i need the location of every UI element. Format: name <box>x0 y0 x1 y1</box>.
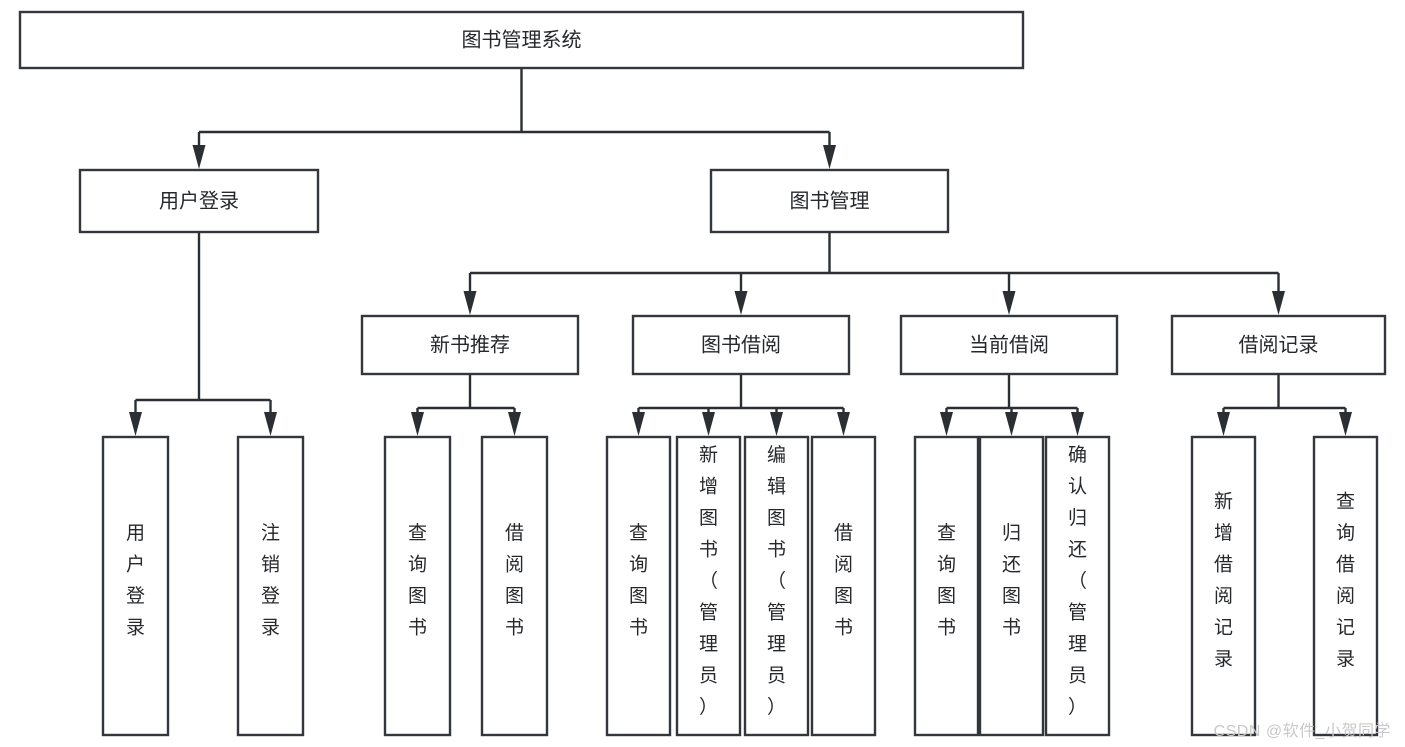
node-box <box>631 314 851 376</box>
node-box <box>913 435 980 737</box>
arrow-head-icon <box>1272 291 1285 315</box>
node-box <box>675 435 742 737</box>
node-label: 查询借阅记录 <box>1336 490 1355 670</box>
diagram-node-leaf-add-book-admin[interactable]: 新增图书（管理员） <box>675 435 742 737</box>
arrow-head-icon <box>411 412 424 436</box>
node-box <box>978 435 1045 737</box>
node-box <box>480 435 549 737</box>
diagram-node-leaf-user-logout[interactable]: 注销登录 <box>236 435 305 737</box>
node-label: 用户登录 <box>159 189 239 212</box>
diagram-node-book-manage[interactable]: 图书管理 <box>709 168 950 234</box>
node-label: 借阅图书 <box>505 522 524 639</box>
diagram-node-leaf-user-login[interactable]: 用户登录 <box>101 435 170 737</box>
node-label: 注销登录 <box>261 522 280 639</box>
diagram-node-book-borrow[interactable]: 图书借阅 <box>631 314 851 376</box>
node-box <box>18 10 1025 70</box>
diagram-node-leaf-borrow-book[interactable]: 借阅图书 <box>810 435 877 737</box>
arrow-head-icon <box>702 412 715 436</box>
diagram-node-root[interactable]: 图书管理系统 <box>18 10 1025 70</box>
arrow-head-icon <box>1071 412 1084 436</box>
arrow-head-icon <box>940 412 953 436</box>
node-box <box>709 168 950 234</box>
arrow-head-icon <box>823 145 836 169</box>
diagram-node-leaf-query-book-rec[interactable]: 查询图书 <box>383 435 452 737</box>
diagram-node-user-login[interactable]: 用户登录 <box>78 168 320 234</box>
node-label: 编辑图书（管理员） <box>767 444 786 718</box>
arrow-head-icon <box>1217 412 1230 436</box>
node-box <box>78 168 320 234</box>
node-box <box>605 435 672 737</box>
diagram-node-leaf-query-book-current[interactable]: 查询图书 <box>913 435 980 737</box>
arrow-head-icon <box>837 412 850 436</box>
connector-layer <box>129 68 1352 436</box>
arrow-head-icon <box>1002 291 1016 315</box>
node-box <box>1170 314 1387 376</box>
node-box <box>743 435 810 737</box>
diagram-node-leaf-add-borrow-record[interactable]: 新增借阅记录 <box>1190 435 1257 737</box>
arrow-head-icon <box>770 412 783 436</box>
diagram-node-leaf-query-borrow-record[interactable]: 查询借阅记录 <box>1312 435 1379 737</box>
node-label: 确认归还（管理员） <box>1068 444 1087 718</box>
node-label: 新增借阅记录 <box>1214 490 1233 670</box>
arrow-head-icon <box>264 412 277 436</box>
node-label: 查询图书 <box>629 522 648 639</box>
arrow-head-icon <box>734 291 748 315</box>
node-label: 当前借阅 <box>969 333 1049 356</box>
diagram-node-leaf-query-book-borrow[interactable]: 查询图书 <box>605 435 672 737</box>
node-label: 借阅记录 <box>1239 333 1319 356</box>
node-box <box>360 314 580 376</box>
node-label: 图书管理 <box>790 189 870 212</box>
node-label: 查询图书 <box>937 522 956 639</box>
node-box <box>810 435 877 737</box>
csdn-watermark: CSDN @软件_小贺同学 <box>1213 723 1391 740</box>
node-layer: 图书管理系统用户登录图书管理新书推荐图书借阅当前借阅借阅记录用户登录注销登录查询… <box>18 10 1387 737</box>
node-box <box>383 435 452 737</box>
diagram-node-leaf-edit-book-admin[interactable]: 编辑图书（管理员） <box>743 435 810 737</box>
diagram-node-current-borrow[interactable]: 当前借阅 <box>899 314 1119 376</box>
node-label: 图书管理系统 <box>462 28 582 51</box>
node-label: 借阅图书 <box>834 522 853 639</box>
node-box <box>899 314 1119 376</box>
node-label: 用户登录 <box>126 523 145 639</box>
node-label: 新书推荐 <box>430 333 510 356</box>
diagram-node-leaf-borrow-book-rec[interactable]: 借阅图书 <box>480 435 549 737</box>
node-label: 新增图书（管理员） <box>699 444 718 718</box>
arrow-head-icon <box>1339 412 1352 436</box>
node-box <box>1312 435 1379 737</box>
arrow-head-icon <box>129 412 142 436</box>
node-label: 图书借阅 <box>701 333 781 356</box>
arrow-head-icon <box>508 412 521 436</box>
diagram-node-leaf-return-book[interactable]: 归还图书 <box>978 435 1045 737</box>
node-box <box>1190 435 1257 737</box>
diagram-node-leaf-confirm-return-admin[interactable]: 确认归还（管理员） <box>1044 435 1111 737</box>
arrow-head-icon <box>192 145 206 169</box>
diagram-node-borrow-record[interactable]: 借阅记录 <box>1170 314 1387 376</box>
arrow-head-icon <box>1005 412 1018 436</box>
node-label: 归还图书 <box>1002 522 1021 639</box>
node-box <box>236 435 305 737</box>
node-label: 查询图书 <box>408 522 427 639</box>
node-box <box>101 435 170 737</box>
diagram-node-new-book-rec[interactable]: 新书推荐 <box>360 314 580 376</box>
node-box <box>1044 435 1111 737</box>
arrow-head-icon <box>463 291 477 315</box>
arrow-head-icon <box>632 412 645 436</box>
